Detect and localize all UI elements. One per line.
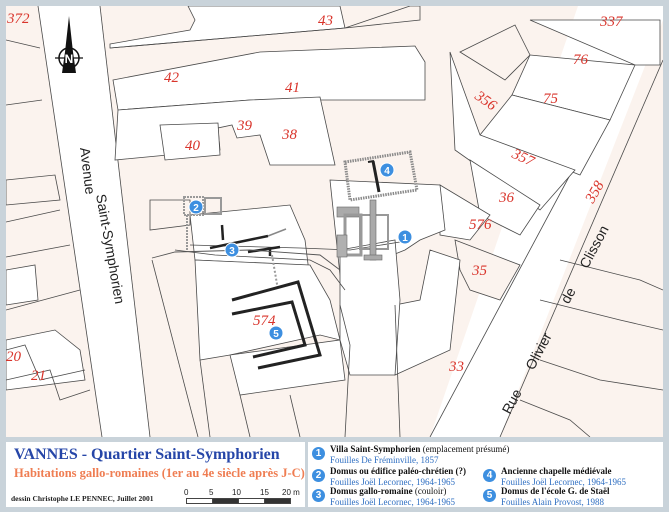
map-credit: dessin Christophe LE PENNEC, Juillet 200… [11, 494, 154, 503]
svg-text:2: 2 [193, 203, 199, 214]
svg-text:5: 5 [273, 329, 279, 340]
marker-1[interactable]: 1 [397, 229, 413, 245]
svg-text:1: 1 [402, 233, 408, 244]
map-title: VANNES - Quartier Saint-Symphorien [14, 446, 280, 463]
svg-text:20: 20 [6, 349, 22, 365]
marker-4[interactable]: 4 [379, 162, 395, 178]
marker-3[interactable]: 3 [224, 242, 240, 258]
svg-text:de: de [557, 285, 579, 306]
north-arrow-icon: N [55, 16, 83, 73]
svg-text:75: 75 [543, 91, 559, 107]
svg-text:356: 356 [471, 88, 500, 115]
svg-text:35: 35 [471, 263, 488, 279]
svg-text:39: 39 [236, 118, 253, 134]
svg-text:Avenue: Avenue [77, 146, 99, 195]
svg-text:38: 38 [281, 127, 298, 143]
svg-text:41: 41 [285, 80, 300, 96]
svg-text:574: 574 [253, 313, 276, 329]
marker-5[interactable]: 5 [268, 325, 284, 341]
svg-text:337: 337 [599, 14, 624, 30]
svg-text:576: 576 [469, 217, 492, 233]
marker-2[interactable]: 2 [188, 199, 204, 215]
legend-items-panel: 1 Villa Saint-Symphorien (emplacement pr… [308, 442, 663, 507]
svg-text:36: 36 [498, 190, 515, 206]
svg-text:33: 33 [448, 359, 464, 375]
svg-text:42: 42 [164, 70, 180, 86]
scale-bar: 0 5 10 15 20 m [184, 488, 302, 506]
svg-text:N: N [65, 52, 74, 66]
svg-text:21: 21 [31, 368, 46, 384]
svg-text:40: 40 [185, 138, 201, 154]
svg-text:76: 76 [573, 52, 589, 68]
svg-text:43: 43 [318, 13, 333, 29]
svg-text:4: 4 [384, 166, 390, 177]
map-subtitle: Habitations gallo-romaines (1er au 4e si… [14, 466, 305, 480]
svg-text:3: 3 [229, 246, 235, 257]
cadastral-map: N Avenue Saint-Symphorien Rue Olivier de… [6, 6, 663, 437]
legend-title-panel: VANNES - Quartier Saint-Symphorien Habit… [6, 442, 305, 507]
svg-text:Clisson: Clisson [576, 223, 612, 271]
svg-text:372: 372 [6, 11, 30, 27]
